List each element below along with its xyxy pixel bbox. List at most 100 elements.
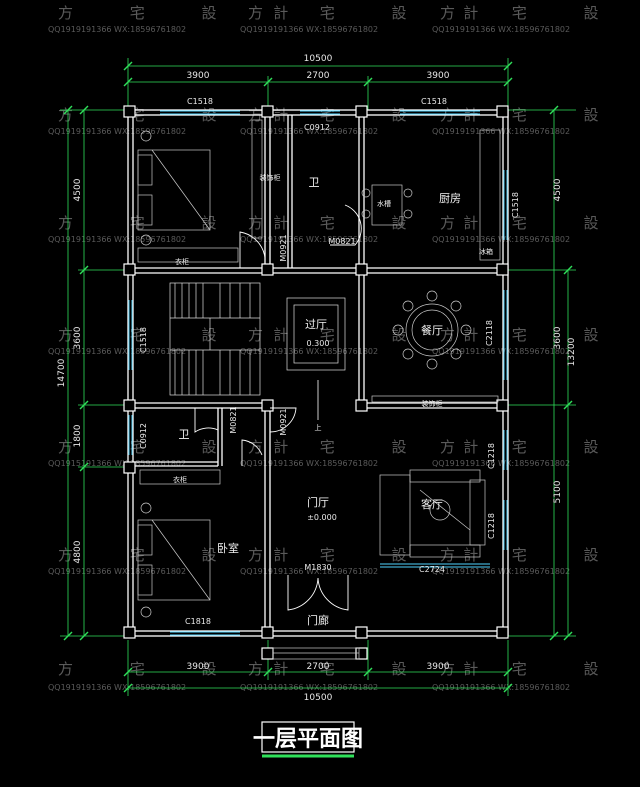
window-label: C1218 — [487, 513, 496, 539]
watermark-contact: QQ1919191366 WX:18596761802 — [432, 127, 570, 136]
watermark-contact: QQ1919191366 WX:18596761802 — [48, 127, 186, 136]
watermark-contact: QQ1919191366 WX:18596761802 — [432, 347, 570, 356]
window-label: C2724 — [419, 565, 445, 574]
label-fridge: 冰箱 — [479, 247, 493, 256]
windows — [128, 110, 508, 636]
watermark-contact: QQ1919191366 WX:18596761802 — [48, 683, 186, 692]
watermark-brand: 方 宅 設 計 — [58, 660, 314, 678]
watermark-contact: QQ1919191366 WX:18596761802 — [240, 25, 378, 34]
dim-segment-top: 2700 — [307, 71, 330, 81]
watermark-brand: 方 宅 設 計 — [440, 214, 640, 232]
dim-segment-bottom: 2700 — [307, 662, 330, 672]
watermark-contact: QQ1919191366 WX:18596761802 — [48, 235, 186, 244]
room-label-hall: 过厅 — [305, 318, 327, 331]
dim-segment-bottom: 3900 — [187, 662, 210, 672]
hall-ceiling — [286, 297, 346, 371]
dim-right-segment: 3600 — [553, 326, 563, 349]
room-label-porch: 门廊 — [307, 613, 329, 627]
watermark-contact: QQ1919191366 WX:18596761802 — [240, 683, 378, 692]
watermark-contact: QQ1919191366 WX:18596761802 — [48, 347, 186, 356]
watermark-brand: 方 宅 設 計 — [248, 438, 504, 456]
plan-title: 一层平面图 — [253, 727, 363, 752]
watermark-contact: QQ1919191366 WX:18596761802 — [240, 127, 378, 136]
columns — [123, 105, 509, 660]
watermark-contact: QQ1919191366 WX:18596761802 — [240, 459, 378, 468]
room-label-foyer: 门厅 — [307, 495, 329, 509]
watermark-brand: 方 宅 設 計 — [440, 4, 640, 22]
label-wardrobe-bottom: 衣柜 — [173, 475, 187, 484]
room-label-bedroom: 卧室 — [217, 541, 239, 555]
watermark-brand: 方 宅 設 計 — [440, 438, 640, 456]
dim-right-segment: 4500 — [553, 178, 563, 201]
watermark-contact: QQ1919191366 WX:18596761802 — [48, 567, 186, 576]
dim-right-segment: 5100 — [553, 480, 563, 503]
watermark-contact: QQ1919191366 WX:18596761802 — [432, 25, 570, 34]
door-label: M0821 — [328, 237, 355, 246]
watermark-contact: QQ1919191366 WX:18596761802 — [240, 347, 378, 356]
watermark-brand: 方 宅 設 計 — [58, 546, 314, 564]
dim-left-segment: 3600 — [73, 326, 83, 349]
watermark-brand: 方 宅 設 計 — [58, 326, 314, 344]
room-label-bath-bottom: 卫 — [179, 428, 190, 441]
window-label: C1518 — [187, 97, 213, 106]
watermark-brand: 方 宅 設 計 — [248, 4, 504, 22]
door-label: M0821 — [229, 406, 238, 433]
watermark-brand: 方 宅 設 計 — [248, 214, 504, 232]
window-label: C1518 — [139, 327, 148, 353]
watermark-contact: QQ1919191366 WX:18596761802 — [432, 235, 570, 244]
dim-left-segment: 1800 — [73, 424, 83, 447]
staircase — [169, 282, 261, 396]
watermark-brand: 方 宅 設 計 — [58, 438, 314, 456]
dim-right-total: 13200 — [567, 337, 577, 366]
label-sink: 水槽 — [377, 199, 391, 208]
room-label-dining: 餐厅 — [421, 323, 443, 337]
window-label: C1818 — [185, 617, 211, 626]
room-label-living: 客厅 — [421, 497, 443, 511]
stair-up-mark: 上 — [315, 423, 322, 432]
dim-total-width-top: 10500 — [304, 54, 333, 64]
watermark-brand: 方 宅 設 計 — [248, 326, 504, 344]
dim-total-width-bottom: 10500 — [304, 693, 333, 703]
dim-left-segment: 4500 — [73, 178, 83, 201]
walls — [127, 109, 509, 637]
hall-level: 0.300 — [307, 339, 330, 348]
dim-segment-top: 3900 — [427, 71, 450, 81]
watermark-contact: QQ1919191366 WX:18596761802 — [240, 567, 378, 576]
dim-left-total: 14700 — [57, 358, 67, 387]
doors — [194, 204, 362, 611]
window-label: C1518 — [511, 192, 520, 218]
watermark-brand: 方 宅 設 計 — [440, 326, 640, 344]
watermark-brand: 方 宅 設 計 — [58, 4, 314, 22]
watermark-contact: QQ1919191366 WX:18596761802 — [48, 25, 186, 34]
watermark-brand: 方 宅 設 計 — [248, 546, 504, 564]
window-label: C0912 — [139, 423, 148, 449]
room-label-bath-top: 卫 — [309, 176, 320, 189]
watermark-brand: 方 宅 設 計 — [58, 214, 314, 232]
watermark-contact: QQ1915191366 WX:18596761802 — [48, 459, 186, 468]
watermark-brand: 方 宅 設 計 — [248, 660, 504, 678]
label-cabinet: 装饰柜 — [260, 173, 281, 182]
room-label-kitchen: 厨房 — [439, 192, 461, 205]
door-label: M0921 — [279, 234, 288, 261]
watermark-layer: 方 宅 設 計 方 宅 設 計 方 宅 設 計 QQ1919191366 WX:… — [48, 4, 640, 692]
title-frame — [261, 721, 355, 753]
watermark-contact: QQ1919191366 WX:18596761802 — [432, 459, 570, 468]
foyer-level: ±0.000 — [307, 513, 337, 522]
dim-segment-bottom: 3900 — [427, 662, 450, 672]
dim-segment-top: 3900 — [187, 71, 210, 81]
dimension-lines — [60, 58, 576, 696]
dimension-ticks — [63, 61, 573, 693]
label-display-cabinet: 装饰柜 — [422, 399, 443, 408]
watermark-brand: 方 宅 設 計 — [440, 660, 640, 678]
dim-left-segment: 4800 — [73, 540, 83, 563]
door-label: M1830 — [304, 563, 331, 572]
door-label: M0921 — [279, 408, 288, 435]
furniture — [137, 119, 501, 660]
label-wardrobe: 衣柜 — [175, 257, 189, 266]
window-label: C1518 — [421, 97, 447, 106]
watermark-contact: QQ1919191366 WX:18596761802 — [432, 683, 570, 692]
window-label: C0912 — [304, 123, 330, 132]
window-label: C2118 — [485, 320, 494, 346]
watermark-contact: QQ1919191366 WX:18596761802 — [432, 567, 570, 576]
